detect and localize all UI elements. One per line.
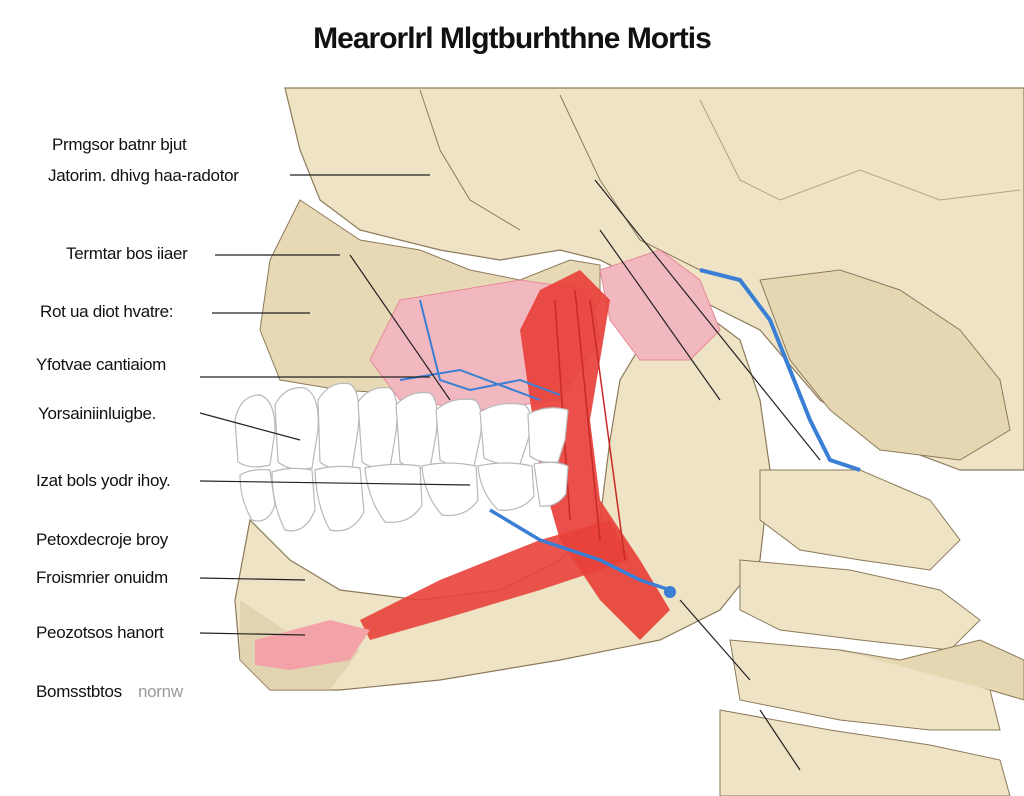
vessel-lower (489, 508, 671, 592)
label-8: Petoxdecroje broy (36, 530, 168, 549)
lower-teeth (239, 461, 569, 532)
vessel-node (664, 586, 676, 598)
cranial-suture-2 (559, 94, 701, 271)
leader-lines (199, 174, 821, 771)
masseter-muscle (520, 270, 670, 640)
cranial-suture-3 (699, 99, 1021, 201)
label-5: Yfotvae cantiaiom (36, 355, 167, 374)
label-3: Termtar bos iiaer (66, 244, 188, 263)
cranial-suture (419, 89, 521, 231)
label-2: Jatorim. dhivg haa-radotor (48, 166, 239, 185)
label-10: Peozotsos hanort (36, 623, 164, 642)
label-9: Froismrier onuidm (36, 568, 168, 587)
label-11b: nornw (138, 682, 183, 701)
vessel-gum (419, 299, 561, 396)
label-4: Rot ua diot hvatre: (40, 302, 174, 321)
temporal-tissue (599, 249, 721, 361)
label-7: Izat bols yodr ihoy. (36, 471, 171, 490)
temporal-bone (759, 269, 1011, 461)
label-1: Prmgsor batnr bjut (52, 135, 187, 154)
cervical-vertebrae (719, 469, 1024, 796)
label-6: Yorsainiinluigbe. (38, 404, 157, 423)
label-11a: Bomsstbtos (36, 682, 122, 701)
diagram-title: Mearorlrl Mlgtburhthne Mortis (313, 22, 712, 55)
muscle-chin (255, 620, 370, 670)
muscle-lower-band (360, 520, 630, 640)
vessel-upper (699, 268, 861, 472)
